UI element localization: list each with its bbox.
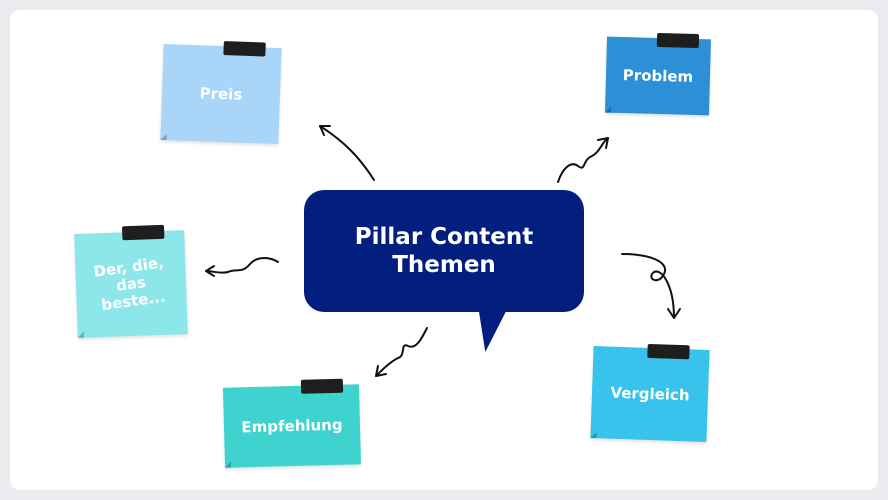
tape-problem [656, 32, 700, 49]
note-vergleich: Vergleich [590, 343, 710, 442]
note-problem-label: Problem [622, 65, 694, 86]
mind-map-canvas: Pillar Content Themen Preis Problem Der,… [10, 10, 878, 490]
tape-preis [223, 41, 266, 57]
tape-empfehlung [300, 378, 344, 394]
note-der-die-das: Der, die, das beste... [74, 224, 188, 338]
note-empfehlung: Empfehlung [222, 378, 362, 468]
arrow-to-problem [557, 137, 609, 183]
note-empfehlung-label: Empfehlung [241, 415, 343, 436]
tape-vergleich [647, 343, 690, 360]
arrow-to-der-die-das [205, 257, 279, 274]
center-topic-bubble: Pillar Content Themen [304, 190, 584, 312]
note-preis-label: Preis [199, 83, 243, 104]
note-problem: Problem [605, 32, 711, 116]
arrow-to-vergleich [621, 253, 675, 319]
arrow-to-preis [319, 125, 375, 181]
note-vergleich-label: Vergleich [610, 383, 690, 404]
tape-der-die-das [121, 224, 165, 241]
arrow-to-empfehlung [375, 327, 428, 377]
note-der-die-das-label: Der, die, das beste... [92, 252, 167, 314]
note-preis: Preis [160, 41, 282, 145]
connector-arrows [205, 125, 681, 377]
center-topic-title: Pillar Content Themen [354, 224, 534, 278]
